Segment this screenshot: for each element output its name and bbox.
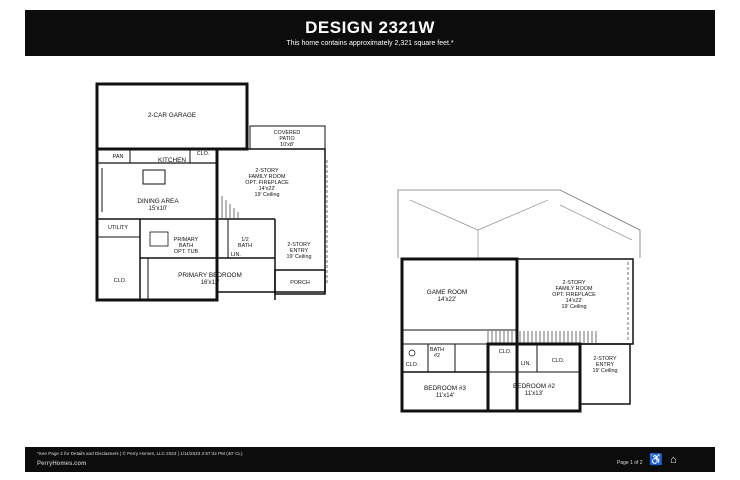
svg-text:2-STORY: 2-STORY	[593, 356, 617, 362]
svg-text:PATIO: PATIO	[279, 136, 294, 142]
brand-url[interactable]: PerryHomes.com	[37, 461, 87, 467]
design-title: DESIGN 2321W	[305, 18, 435, 37]
game-room-label: GAME ROOM	[427, 289, 467, 296]
bedroom-three-label: BEDROOM #3	[424, 385, 466, 392]
svg-text:14'x22': 14'x22'	[259, 186, 276, 192]
bedroom-two-label: BEDROOM #2	[513, 383, 555, 390]
svg-text:OPT. TUB: OPT. TUB	[174, 249, 199, 255]
kitchen-label: KITCHEN	[158, 157, 186, 164]
primary-closet-label: CLO.	[114, 278, 127, 284]
patio-outline	[249, 125, 326, 150]
second-floor-stairs	[487, 331, 597, 343]
square-feet-note: This home contains approximately 2,321 s…	[286, 40, 454, 47]
svg-text:BATH: BATH	[430, 347, 444, 353]
svg-text:CLO.: CLO.	[499, 349, 512, 355]
svg-text:BATH: BATH	[238, 243, 252, 249]
svg-text:2-STORY: 2-STORY	[287, 242, 311, 248]
svg-text:ENTRY: ENTRY	[290, 248, 309, 254]
porch-label: PORCH	[290, 280, 310, 286]
svg-text:COVERED: COVERED	[274, 130, 301, 136]
svg-text:OPT. FIREPLACE: OPT. FIREPLACE	[245, 180, 289, 186]
svg-text:FAMILY ROOM: FAMILY ROOM	[249, 174, 286, 180]
svg-text:1/2: 1/2	[241, 237, 249, 243]
svg-text:LIN.: LIN.	[521, 361, 531, 367]
roof-outline	[397, 189, 641, 258]
first-floor-labels: 2-CAR GARAGE COVERED PATIO 10'x8' PAN CL…	[108, 112, 312, 286]
svg-text:19' Ceiling: 19' Ceiling	[592, 368, 617, 374]
primary-bedroom-label: PRIMARY BEDROOM	[178, 272, 242, 279]
accessibility-icon: ♿	[649, 454, 663, 466]
toilet	[408, 349, 416, 357]
svg-text:11'x14': 11'x14'	[436, 393, 454, 399]
disclaimer-text: *See Page 2 for Details and Disclaimers …	[37, 451, 243, 456]
svg-text:19' Ceiling: 19' Ceiling	[286, 254, 311, 260]
svg-text:15'x10': 15'x10'	[149, 206, 168, 212]
footer-bar: *See Page 2 for Details and Disclaimers …	[25, 447, 715, 472]
second-floor-labels: GAME ROOM 14'x22' 2-STORY FAMILY ROOM OP…	[406, 280, 618, 399]
svg-text:10'x8': 10'x8'	[280, 142, 294, 148]
svg-text:#2: #2	[434, 353, 440, 359]
first-floor-plan	[95, 82, 328, 302]
svg-text:16'x12': 16'x12'	[201, 280, 220, 286]
pantry-label: PAN	[113, 154, 124, 160]
equal-housing-icon: ⌂	[670, 454, 677, 466]
page-number: Page 1 of 2	[617, 460, 643, 466]
svg-text:CLO.: CLO.	[406, 362, 419, 368]
svg-text:14'x22': 14'x22'	[566, 298, 583, 304]
svg-text:2-STORY: 2-STORY	[255, 168, 279, 174]
svg-text:PRIMARY: PRIMARY	[174, 237, 199, 243]
second-floor-plan	[397, 189, 641, 413]
svg-text:2-STORY: 2-STORY	[562, 280, 586, 286]
upper-entry-walls	[579, 343, 631, 405]
kitchen-island	[142, 169, 166, 185]
svg-text:LIN.: LIN.	[231, 252, 241, 258]
svg-text:CLO.: CLO.	[552, 358, 565, 364]
svg-text:ENTRY: ENTRY	[596, 362, 615, 368]
tub	[149, 231, 169, 247]
svg-text:FAMILY ROOM: FAMILY ROOM	[556, 286, 593, 292]
svg-text:19' Ceiling: 19' Ceiling	[254, 192, 279, 198]
header-bar: DESIGN 2321W This home contains approxim…	[25, 10, 715, 56]
svg-text:19' Ceiling: 19' Ceiling	[561, 304, 586, 310]
closet-label: CLO.	[197, 151, 210, 157]
first-floor-stairs	[217, 196, 239, 218]
utility-label: UTILITY	[108, 225, 128, 231]
svg-text:11'x13': 11'x13'	[525, 391, 543, 397]
svg-text:BATH: BATH	[179, 243, 193, 249]
svg-text:14'x22': 14'x22'	[438, 297, 457, 303]
garage-label: 2-CAR GARAGE	[148, 112, 196, 119]
svg-text:OPT. FIREPLACE: OPT. FIREPLACE	[552, 292, 596, 298]
dining-label: DINING AREA	[137, 198, 179, 205]
